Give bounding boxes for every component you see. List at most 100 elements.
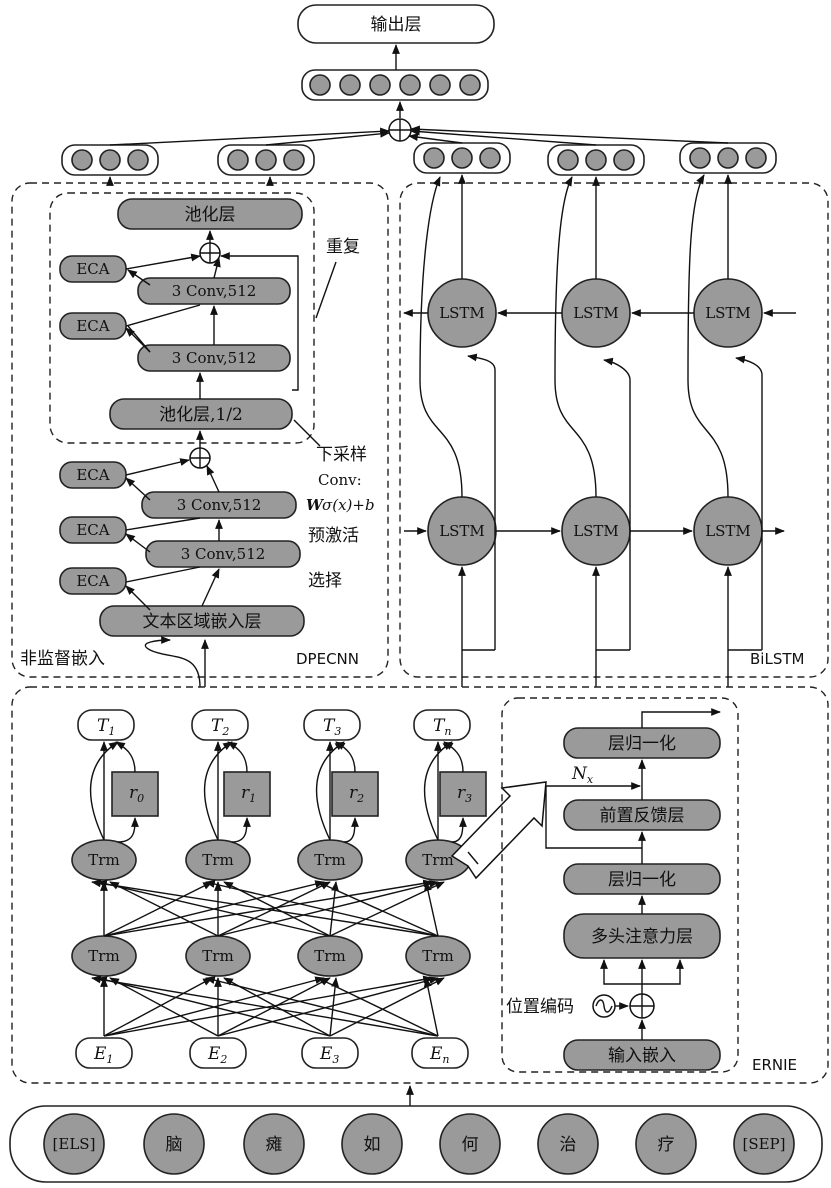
output-neurons: [309, 74, 481, 96]
bilstm-region-label: BiLSTM: [750, 650, 804, 668]
svg-text:T1: T1: [97, 716, 115, 738]
dpecnn-repeat-block: [49, 192, 315, 444]
bilstm-vertical-connections: [419, 174, 763, 687]
ernie-outputs: T1 T2 T3 Tn: [77, 709, 471, 741]
input-embedding-label: 输入嵌入: [608, 1046, 676, 1066]
eca-label: ECA: [76, 317, 109, 335]
trm-label: Trm: [422, 851, 453, 869]
token-node: [143, 1113, 205, 1175]
layer-norm-bottom-label: 层归一化: [608, 870, 676, 890]
dpecnn-pool-top-label: 池化层: [185, 205, 236, 225]
dpecnn-conv-4: [145, 540, 301, 568]
token-node: [733, 1113, 795, 1175]
r-sub: 0: [137, 792, 144, 805]
svg-text:r2: r2: [349, 783, 364, 805]
position-encoding-label: 位置编码: [506, 997, 574, 1017]
annotation-downsample: 下采样: [316, 445, 367, 465]
r-sub: 2: [356, 792, 364, 805]
embedding-sub: 3: [332, 1053, 339, 1066]
ernie-detail-block: [501, 697, 739, 1073]
output-layer-box: [297, 4, 495, 44]
embedding-sub: 1: [106, 1053, 113, 1066]
ernie-connections: [89, 741, 467, 1037]
trm-label: Trm: [314, 851, 345, 869]
annotation-formula: σ(x)+b: [322, 496, 375, 514]
svg-text:r0: r0: [129, 783, 144, 805]
token-node: [439, 1113, 501, 1175]
eca-label: ECA: [76, 521, 109, 539]
lstm-label: LSTM: [705, 522, 751, 540]
token-label: 何: [462, 1135, 479, 1155]
output-token-label: T: [433, 716, 446, 736]
ernie-trm-lower: Trm Trm Trm Trm: [71, 935, 471, 977]
lstm-label: LSTM: [439, 304, 485, 322]
attention-label: 多头注意力层: [591, 927, 693, 947]
feature-vectors: [61, 142, 777, 176]
svg-text:Nx: Nx: [571, 764, 594, 786]
token-label: 如: [364, 1135, 381, 1155]
bilstm-backward-row: LSTM LSTM LSTM: [403, 278, 796, 348]
dpecnn-skip-add-icon: [189, 447, 211, 469]
ernie-positional-add-icon: [629, 993, 655, 1019]
svg-text:En: En: [429, 1044, 450, 1066]
eca-label: ECA: [76, 466, 109, 484]
annotation-formula-w: W: [306, 496, 325, 514]
svg-text:T3: T3: [323, 716, 341, 738]
annotation-conv: Conv:: [318, 471, 362, 489]
conv-label: 3 Conv,512: [172, 349, 257, 367]
layer-norm-top-label: 层归一化: [608, 734, 676, 754]
lstm-label: LSTM: [573, 522, 619, 540]
annotation-unsupervised: 非监督嵌入: [20, 649, 105, 669]
embedding-label: E: [93, 1044, 107, 1064]
svg-text:E3: E3: [319, 1044, 339, 1066]
r-label: r: [349, 783, 358, 803]
output-layer-label: 输出层: [371, 15, 422, 35]
embedding-sub: 2: [219, 1053, 227, 1066]
position-encoding-wave-icon: [592, 994, 616, 1018]
token-node: [635, 1113, 697, 1175]
dpecnn-pool-half-label: 池化层,1/2: [159, 405, 243, 425]
output-token-sub: 2: [221, 725, 229, 738]
token-node: [43, 1113, 105, 1175]
dpecnn-lower-arrows: [125, 458, 223, 688]
svg-text:r3: r3: [457, 783, 472, 805]
concat-operator-icon: [388, 118, 412, 142]
dpecnn-eca-5: [59, 567, 127, 595]
dpecnn-region-embed-label: 文本区域嵌入层: [143, 612, 262, 632]
output-token-sub: 1: [108, 725, 115, 738]
trm-label: Trm: [202, 947, 233, 965]
output-token-label: T: [323, 716, 336, 736]
token-node: [341, 1113, 403, 1175]
svg-text:Tn: Tn: [433, 716, 451, 738]
svg-text:E2: E2: [207, 1044, 227, 1066]
nx-sub: x: [587, 773, 594, 786]
token-nodes: [ELS] 脑 瘫 如 何 治 疗 [SEP]: [43, 1113, 795, 1175]
annotation-repeat: 重复: [326, 237, 360, 257]
trm-label: Trm: [422, 947, 453, 965]
dpecnn-pool-half: [109, 398, 293, 430]
r-sub: 3: [465, 792, 472, 805]
lstm-label: LSTM: [705, 304, 751, 322]
embedding-label: E: [429, 1044, 443, 1064]
eca-label: ECA: [76, 260, 109, 278]
embedding-label: E: [207, 1044, 221, 1064]
r-sub: 1: [249, 792, 256, 805]
ernie-trm-upper: Trm Trm Trm Trm: [71, 839, 471, 881]
bilstm-region: [399, 182, 829, 678]
token-input-row: [9, 1105, 823, 1183]
ernie-r-boxes: r0 r 1 r2 r3: [111, 771, 487, 817]
token-label: [ELS]: [53, 1135, 96, 1153]
dpecnn-region-label: DPECNN: [296, 650, 359, 668]
dpecnn-residual-add-icon: [199, 242, 221, 264]
trm-label: Trm: [314, 947, 345, 965]
conv-label: 3 Conv,512: [181, 545, 266, 563]
embedding-label: E: [319, 1044, 333, 1064]
ernie-region: [11, 686, 829, 1084]
feed-forward-label: 前置反馈层: [600, 806, 685, 826]
output-token-label: T: [211, 716, 224, 736]
ernie-embeddings: E1 E2 E3 En: [75, 1037, 469, 1069]
eca-label: ECA: [76, 572, 109, 590]
token-label: 治: [560, 1135, 577, 1155]
annotation-select: 选择: [308, 571, 342, 591]
